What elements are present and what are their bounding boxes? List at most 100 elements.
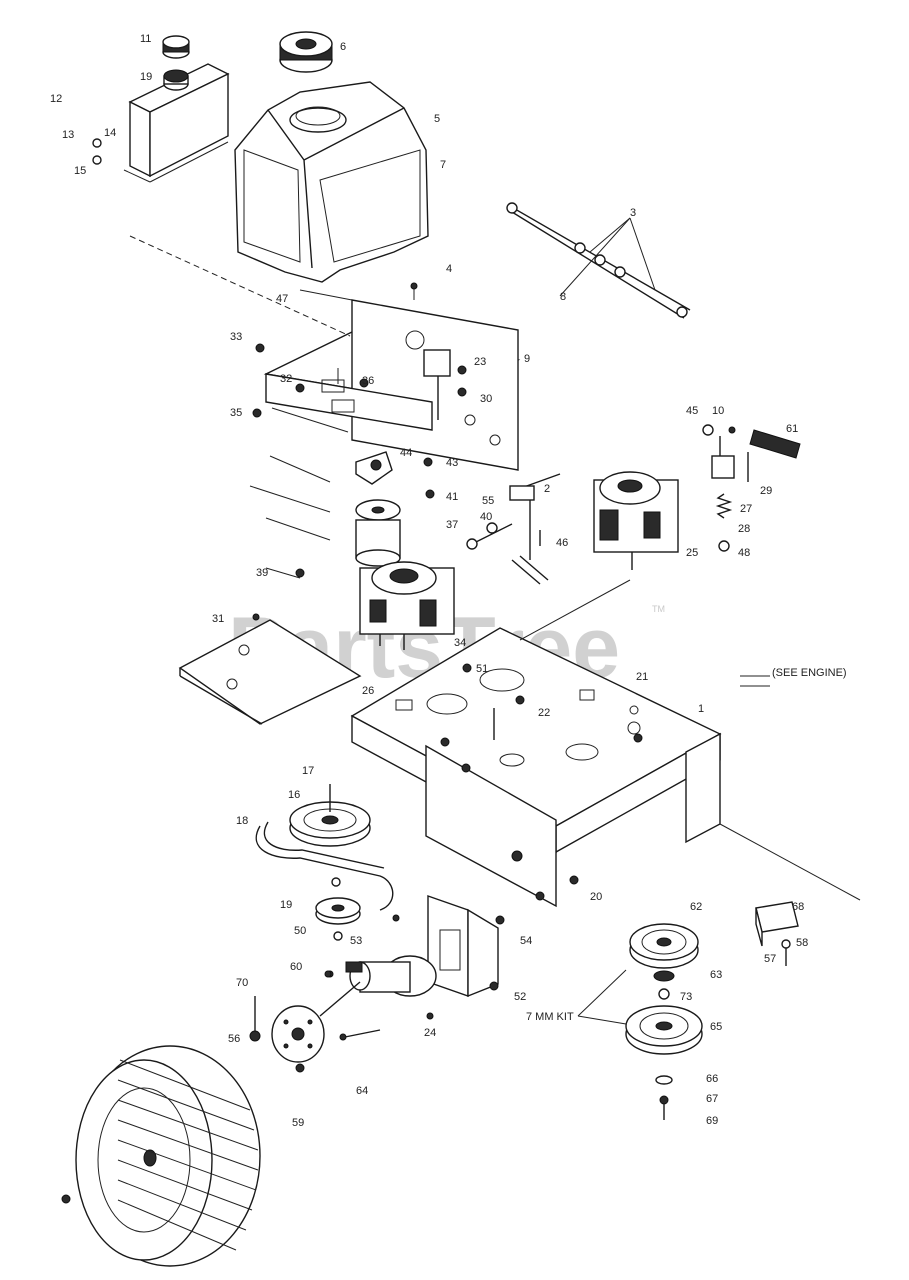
part-label[interactable]: 25 xyxy=(686,547,698,559)
lower-drive-pulley[interactable] xyxy=(625,1005,703,1055)
part-label[interactable]: 31 xyxy=(212,613,224,625)
wheel-motor[interactable] xyxy=(319,955,437,1017)
part-label[interactable]: 48 xyxy=(738,547,750,559)
part-label[interactable]: 27 xyxy=(740,503,752,515)
part-label[interactable]: 9 xyxy=(524,353,530,365)
part-label[interactable]: 57 xyxy=(764,953,776,965)
part-label[interactable]: 15 xyxy=(74,165,86,177)
belt-guide[interactable] xyxy=(755,901,799,966)
part-label[interactable]: 35 xyxy=(230,407,242,419)
part-label[interactable]: 34 xyxy=(454,637,466,649)
part-label[interactable]: 68 xyxy=(792,901,804,913)
drive-pulley[interactable] xyxy=(289,784,371,847)
part-label[interactable]: 29 xyxy=(760,485,772,497)
part-label[interactable]: 64 xyxy=(356,1085,368,1097)
part-label[interactable]: 30 xyxy=(480,393,492,405)
part-label[interactable]: 32 xyxy=(280,373,292,385)
fuel-tank[interactable] xyxy=(234,81,429,283)
watermark-trademark: TM xyxy=(652,604,665,614)
side-panel[interactable] xyxy=(178,613,362,725)
fuel-line-assembly[interactable] xyxy=(506,202,691,319)
part-label[interactable]: 3 xyxy=(630,207,636,219)
part-label[interactable]: 47 xyxy=(276,293,288,305)
part-label[interactable]: 52 xyxy=(514,991,526,1003)
part-label[interactable]: 4 xyxy=(446,263,452,275)
part-label[interactable]: 11 xyxy=(140,33,151,45)
part-label[interactable]: 26 xyxy=(362,685,374,697)
part-label[interactable]: 8 xyxy=(560,291,566,303)
callout-notes: (SEE ENGINE) 7 MM KIT xyxy=(526,667,847,1023)
part-label[interactable]: 41 xyxy=(446,491,458,503)
part-label[interactable]: 12 xyxy=(50,93,62,105)
pulley-spacer[interactable] xyxy=(653,970,675,1000)
part-label[interactable]: 51 xyxy=(476,663,488,675)
part-label[interactable]: 73 xyxy=(680,991,692,1003)
part-label[interactable]: 43 xyxy=(446,457,458,469)
part-label[interactable]: 16 xyxy=(288,789,300,801)
part-label[interactable]: 62 xyxy=(690,901,702,913)
part-label[interactable]: 23 xyxy=(474,356,486,368)
part-label[interactable]: 17 xyxy=(302,765,314,777)
part-label[interactable]: 55 xyxy=(482,495,494,507)
belt[interactable] xyxy=(255,821,394,911)
reservoir-cap[interactable] xyxy=(163,69,189,91)
part-label[interactable]: 39 xyxy=(256,567,268,579)
part-label[interactable]: 69 xyxy=(706,1115,718,1127)
hydro-pump-left[interactable] xyxy=(359,561,455,650)
part-label[interactable]: 67 xyxy=(706,1093,718,1105)
main-frame[interactable] xyxy=(350,627,722,908)
control-lever-parts[interactable] xyxy=(423,349,467,420)
oil-filter[interactable] xyxy=(355,499,401,567)
part-label[interactable]: 44 xyxy=(400,447,412,459)
part-label[interactable]: 18 xyxy=(236,815,248,827)
part-label[interactable]: 70 xyxy=(236,977,248,989)
hydro-pump-right[interactable] xyxy=(593,471,679,570)
part-label[interactable]: 2 xyxy=(544,483,550,495)
part-label[interactable]: 63 xyxy=(710,969,722,981)
part-label[interactable]: 60 xyxy=(290,961,302,973)
part-label[interactable]: 13 xyxy=(62,129,74,141)
part-label[interactable]: 19 xyxy=(140,71,152,83)
part-label[interactable]: 65 xyxy=(710,1021,722,1033)
part-label[interactable]: 53 xyxy=(350,935,362,947)
part-label[interactable]: 20 xyxy=(590,891,602,903)
part-label[interactable]: 46 xyxy=(556,537,568,549)
part-label[interactable]: 10 xyxy=(712,405,724,417)
part-label[interactable]: 28 xyxy=(738,523,750,535)
part-label[interactable]: 66 xyxy=(706,1073,718,1085)
part-label[interactable]: 21 xyxy=(636,671,648,683)
filter-housing[interactable] xyxy=(355,451,393,485)
part-label[interactable]: 7 xyxy=(440,159,446,171)
part-label[interactable]: 59 xyxy=(292,1117,304,1129)
part-label[interactable]: 45 xyxy=(686,405,698,417)
reservoir-cap-upper[interactable] xyxy=(162,35,190,59)
bypass-rod[interactable] xyxy=(509,473,561,585)
reservoir-washer xyxy=(92,138,102,165)
part-label[interactable]: 50 xyxy=(294,925,306,937)
tire[interactable] xyxy=(61,1045,261,1267)
idler-pulley[interactable] xyxy=(315,877,400,941)
wheel-motor-bracket[interactable] xyxy=(427,895,505,998)
part-label[interactable]: 5 xyxy=(434,113,440,125)
part-label[interactable]: 19 xyxy=(280,899,292,911)
engine-note: (SEE ENGINE) xyxy=(772,667,847,679)
upper-drive-pulley[interactable] xyxy=(629,923,699,969)
part-label[interactable]: 14 xyxy=(104,127,116,139)
part-label[interactable]: 58 xyxy=(796,937,808,949)
part-label[interactable]: 61 xyxy=(786,423,798,435)
part-label[interactable]: 1 xyxy=(698,703,704,715)
fuel-cap[interactable] xyxy=(279,31,333,73)
part-label[interactable]: 24 xyxy=(424,1027,436,1039)
part-label[interactable]: 54 xyxy=(520,935,532,947)
part-label[interactable]: 40 xyxy=(480,511,492,523)
part-label[interactable]: 22 xyxy=(538,707,550,719)
wheel-hub[interactable] xyxy=(249,970,434,1073)
tension-spring-link[interactable] xyxy=(702,424,801,552)
part-label[interactable]: 6 xyxy=(340,41,346,53)
part-label[interactable]: 37 xyxy=(446,519,458,531)
fuel-tank-neck xyxy=(289,106,347,133)
part-label[interactable]: 33 xyxy=(230,331,242,343)
control-bracket[interactable] xyxy=(263,299,521,471)
part-label[interactable]: 36 xyxy=(362,375,374,387)
part-label[interactable]: 56 xyxy=(228,1033,240,1045)
